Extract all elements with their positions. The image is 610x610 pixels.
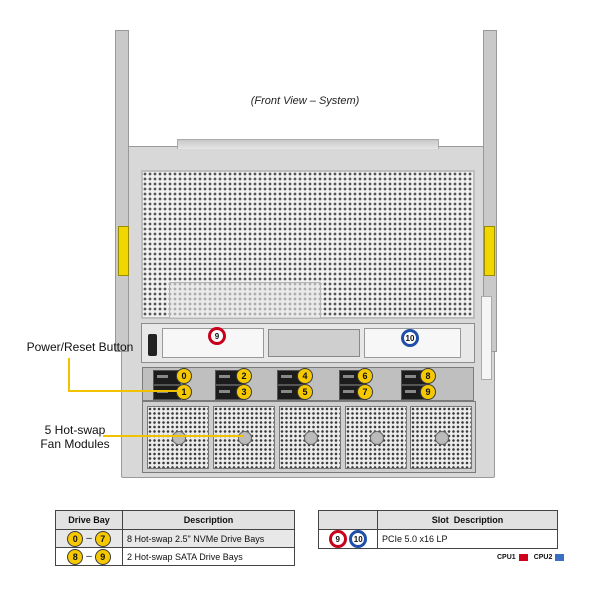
slot-table: Slot Description 9 10 PCIe 5.0 x16 LP: [318, 510, 558, 549]
cpu2-swatch: [555, 554, 565, 561]
drive-badge-5: 5: [297, 384, 313, 400]
slot-badge-9: 9: [328, 530, 347, 548]
fan-module-row: [142, 401, 476, 473]
drive-bay-table: Drive Bay Description 0–7 8 Hot-swap 2.5…: [55, 510, 295, 566]
pcie-badge-9: 9: [208, 327, 226, 345]
top-lid: [177, 139, 439, 149]
range-dash: –: [86, 533, 92, 544]
range-dash: –: [86, 551, 92, 562]
bay-badge-9: 9: [94, 548, 111, 565]
table-row: 8–9 2 Hot-swap SATA Drive Bays: [55, 547, 295, 566]
pcie-center-bracket: [268, 329, 360, 357]
bay-range-cell: 8–9: [55, 547, 123, 566]
slot-badge-10: 10: [349, 530, 368, 548]
fans-callout-line2: Fan Modules: [40, 437, 110, 451]
callout-line-fans: [103, 435, 243, 437]
drive-badge-7: 7: [357, 384, 373, 400]
slot-description-cell: PCIe 5.0 x16 LP: [377, 529, 558, 549]
cpu1-label: CPU1: [497, 554, 516, 561]
slot-description-header: Slot Description: [377, 510, 558, 530]
fan-hub: [304, 431, 318, 445]
slot-blank-header: [318, 510, 378, 530]
left-warning-label: [118, 226, 129, 276]
description-header: Description: [122, 510, 295, 530]
description-cell: 2 Hot-swap SATA Drive Bays: [122, 547, 295, 566]
drive-bay-header: Drive Bay: [55, 510, 123, 530]
left-rail: [115, 30, 129, 352]
fan-module: [147, 406, 209, 469]
fan-hub: [435, 431, 449, 445]
power-reset-button[interactable]: [148, 334, 157, 356]
right-warning-label: [484, 226, 495, 276]
fans-callout-line1: 5 Hot-swap: [44, 423, 106, 437]
caption: (Front View – System): [250, 95, 360, 107]
fan-module: [410, 406, 472, 469]
fan-module: [279, 406, 341, 469]
callout-line-power-v: [68, 358, 70, 392]
drive-badge-1: 1: [176, 384, 192, 400]
table-row: 0–7 8 Hot-swap 2.5" NVMe Drive Bays: [55, 529, 295, 548]
front-grill: [141, 170, 475, 319]
drive-badge-9: 9: [420, 384, 436, 400]
fan-module: [213, 406, 275, 469]
bay-range-cell: 0–7: [55, 529, 123, 548]
cpu1-swatch: [518, 554, 528, 561]
table-row: 9 10 PCIe 5.0 x16 LP: [318, 529, 558, 549]
drive-bay: [153, 370, 181, 385]
fan-hub: [370, 431, 384, 445]
brand-strip: [481, 296, 492, 380]
bay-badge-0: 0: [67, 530, 84, 547]
description-cell: 8 Hot-swap 2.5" NVMe Drive Bays: [122, 529, 295, 548]
pcie-row: [141, 323, 475, 363]
fan-hub: [172, 431, 186, 445]
bay-badge-7: 7: [94, 530, 111, 547]
bay-badge-8: 8: [67, 548, 84, 565]
fan-module: [345, 406, 407, 469]
pcie-badge-10: 10: [401, 329, 419, 347]
fan-hub: [238, 431, 252, 445]
power-reset-callout: Power/Reset Button: [26, 340, 134, 354]
drive-badge-3: 3: [236, 384, 252, 400]
drive-badge-6: 6: [357, 368, 373, 384]
cpu2-label: CPU2: [533, 554, 553, 561]
cpu-legend: CPU1 CPU2: [497, 554, 565, 561]
drive-badge-2: 2: [236, 368, 252, 384]
slot-badge-cell: 9 10: [318, 529, 378, 549]
grill-inner-panel: [169, 282, 321, 319]
callout-line-power-h: [68, 390, 178, 392]
drive-badge-4: 4: [297, 368, 313, 384]
drive-badge-0: 0: [176, 368, 192, 384]
drive-badge-8: 8: [420, 368, 436, 384]
